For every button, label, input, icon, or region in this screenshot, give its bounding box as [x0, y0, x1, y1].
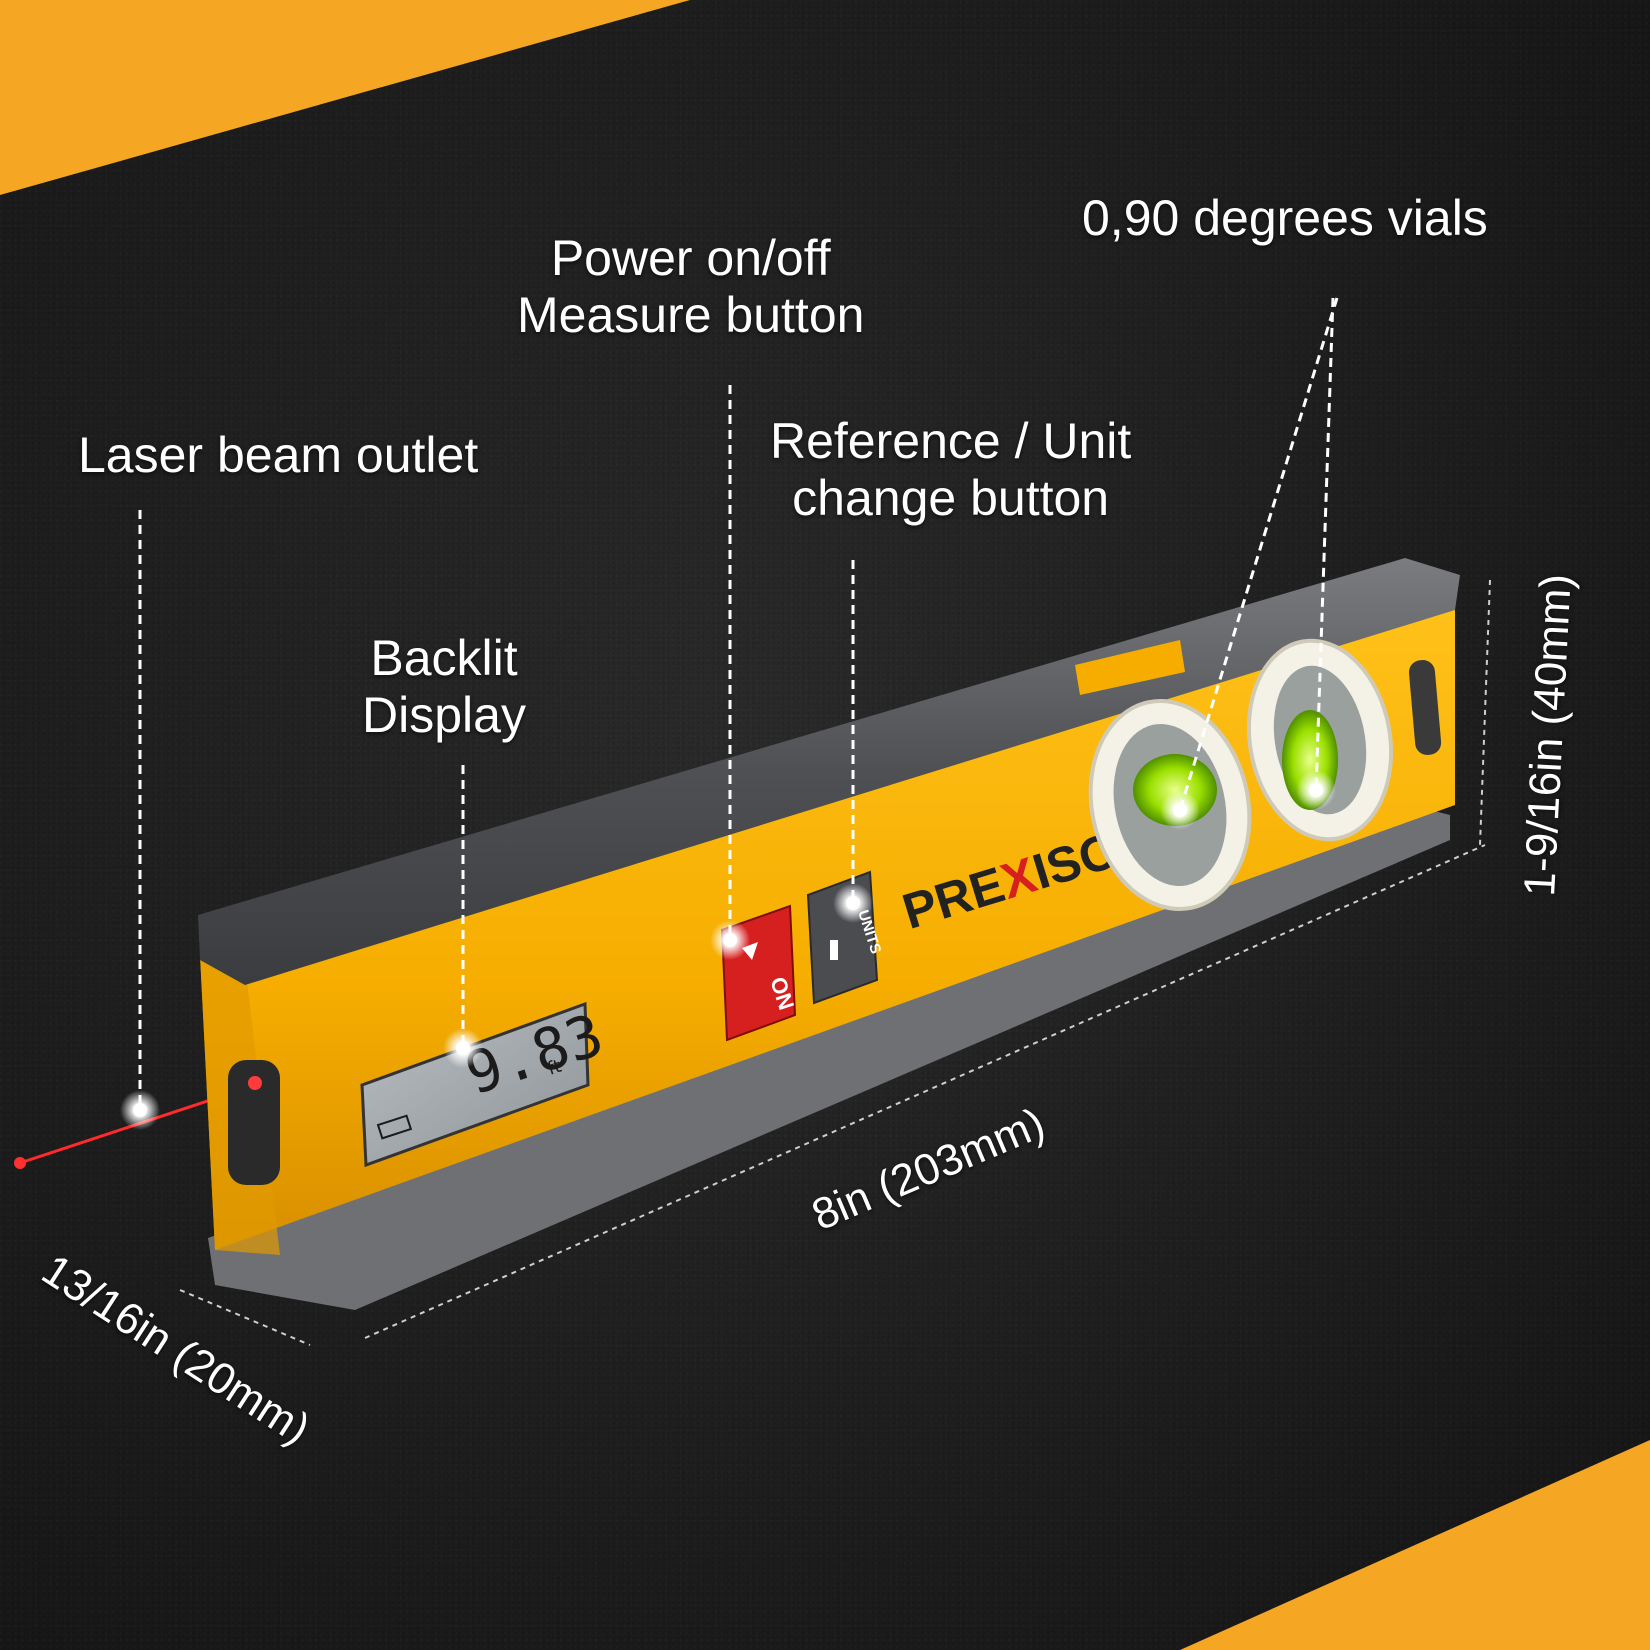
laser-outlet-callout: Laser beam outlet	[78, 427, 478, 484]
laser-outlet-label: Laser beam outlet	[78, 427, 479, 483]
vials-callout: 0,90 degrees vials	[1082, 190, 1488, 247]
power-label-line1: Power on/off	[550, 230, 831, 286]
power-label-line2: Measure button	[517, 287, 865, 343]
orange-corner-bottom	[1180, 1440, 1650, 1650]
callout-lines	[138, 297, 1339, 1108]
battery-icon	[376, 1114, 413, 1140]
reference-label-line2: change button	[792, 470, 1110, 526]
backlit-display-callout: Backlit Display	[362, 630, 526, 744]
vials-label: 0,90 degrees vials	[1082, 190, 1488, 246]
laser-outlet	[228, 1060, 280, 1185]
lcd-unit: ft	[545, 1056, 564, 1080]
orange-corner-top	[0, 0, 690, 195]
base-plate	[208, 805, 1450, 1310]
ruler-icon	[830, 940, 838, 960]
backlit-label-line1: Backlit	[370, 630, 518, 686]
dimension-lines	[179, 579, 1491, 1346]
lcd-display	[360, 1001, 590, 1168]
reference-label-line1: Reference / Unit	[770, 413, 1132, 469]
power-button-callout: Power on/off Measure button	[517, 230, 864, 344]
callout-dots	[120, 770, 1336, 1130]
reference-button-callout: Reference / Unit change button	[770, 413, 1131, 527]
backlit-label-line2: Display	[362, 687, 526, 743]
